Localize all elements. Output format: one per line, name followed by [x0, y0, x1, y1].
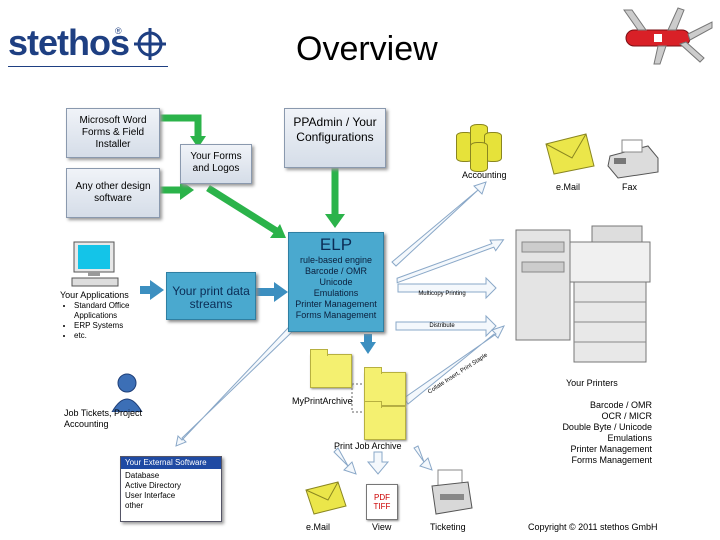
swiss-knife-icon [623, 7, 713, 65]
external-software-item: Database [125, 471, 160, 480]
elp-title: ELP [319, 235, 353, 254]
app-item: Standard Office Applications [74, 301, 164, 321]
fax-label: Fax [622, 182, 638, 192]
email-bottom-label: e.Mail [306, 522, 331, 532]
printer-icon [515, 225, 651, 363]
envelope-icon [305, 481, 347, 515]
printer-feature-item: Printer Management [570, 444, 652, 454]
print-job-archive-label: Print Job Archive [334, 441, 402, 451]
user-icon [111, 373, 143, 412]
crosshair-logo-icon [134, 28, 166, 60]
printer-feature-item: Double Byte / Unicode [562, 422, 652, 432]
printer-feature-item: OCR / MICR [601, 411, 653, 421]
accounting-label: Accounting [462, 170, 507, 180]
copyright-text: Copyright © 2011 stethos GmbH [528, 522, 658, 532]
elp-line: Emulations [313, 288, 359, 298]
print-data-streams-box: Your print data streams [166, 272, 256, 320]
elp-line: rule-based engine [299, 255, 373, 265]
document-icon: PDF TIFF [366, 484, 398, 520]
your-printers-label: Your Printers [566, 378, 618, 388]
applications-list: Standard Office Applications ERP Systems… [62, 301, 164, 341]
distribute-label: Distribute [429, 323, 455, 329]
app-item: ERP Systems [74, 321, 164, 331]
app-item: etc. [74, 331, 164, 341]
ticketing-label: Ticketing [430, 522, 466, 532]
your-applications-label: Your Applications [60, 290, 129, 300]
printer-features-list: Barcode / OMR OCR / MICR Double Byte / U… [540, 400, 652, 466]
database-icon [470, 142, 488, 172]
elp-line: Printer Management [295, 299, 377, 309]
printer-feature-item: Emulations [607, 433, 652, 443]
forms-logos-box: Your Forms and Logos [180, 144, 252, 184]
pdf-tiff-label: PDF TIFF [373, 493, 391, 511]
my-print-archive-label: MyPrintArchive [292, 396, 353, 406]
other-design-software-box: Any other design software [66, 168, 160, 218]
elp-line: Unicode [319, 277, 353, 287]
external-software-item: Active Directory [125, 481, 182, 490]
page-title: Overview [296, 30, 438, 68]
folder-icon [310, 349, 352, 388]
elp-line: Barcode / OMR [304, 266, 368, 276]
ticket-printer-icon [431, 469, 473, 515]
fax-machine-icon [607, 139, 659, 179]
company-logo-text: stethos [8, 22, 130, 63]
job-tickets-label: Job Tickets, Project Accounting [64, 408, 143, 429]
logo-underline [8, 66, 168, 67]
email-top-label: e.Mail [556, 182, 581, 192]
registered-mark: ® [115, 26, 122, 36]
folder-icon [364, 367, 406, 406]
folder-icon [364, 401, 406, 440]
external-software-item: other [125, 501, 144, 510]
elp-engine-box: ELP rule-based engine Barcode / OMR Unic… [288, 232, 384, 332]
external-software-item: User Interface [125, 491, 176, 500]
printer-feature-item: Barcode / OMR [589, 400, 652, 410]
external-software-window: Your External Software Database Active D… [120, 456, 222, 522]
printer-feature-item: Forms Management [571, 455, 652, 465]
word-installer-box: Microsoft Word Forms & Field Installer [66, 108, 160, 158]
envelope-icon [545, 133, 595, 175]
view-label: View [372, 522, 392, 532]
ppadmin-box: PPAdmin / Your Configurations [284, 108, 386, 168]
external-software-header: Your External Software [121, 457, 221, 469]
elp-line: Forms Management [295, 310, 377, 320]
multicopy-printing-label: Multicopy Printing [418, 291, 466, 297]
computer-icon [71, 241, 119, 287]
